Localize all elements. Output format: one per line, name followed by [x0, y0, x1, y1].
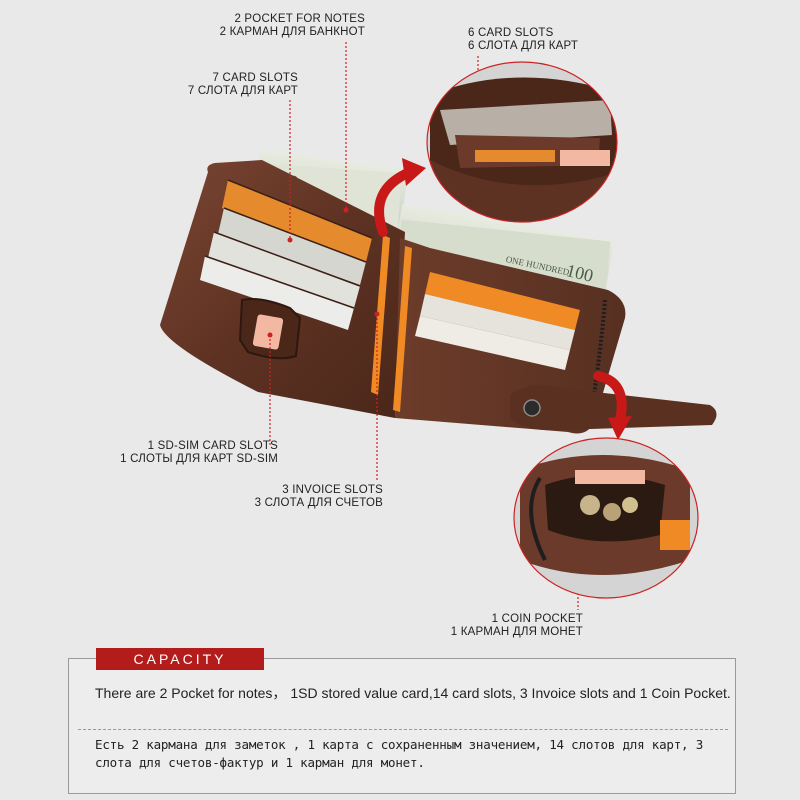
capacity-text-en: There are 2 Pocket for notes， 1SD stored… [95, 685, 731, 701]
label-invoice-slots: 3 INVOICE SLOTS 3 СЛОТА ДЛЯ СЧЕТОВ [215, 484, 383, 510]
detail-circle-card-slots [426, 61, 618, 223]
arrow-to-top-detail [374, 158, 426, 237]
label-seven-card-slots-ru: 7 СЛОТА ДЛЯ КАРТ [187, 85, 298, 97]
label-invoice-slots-en: 3 INVOICE SLOTS [282, 484, 383, 496]
wallet-right-panel [393, 238, 717, 434]
label-sim-card-slots-ru: 1 СЛОТЫ ДЛЯ КАРТ SD-SIM [120, 453, 278, 465]
label-invoice-slots-ru: 3 СЛОТА ДЛЯ СЧЕТОВ [254, 497, 383, 509]
wallet-left-panel [160, 160, 405, 418]
label-seven-card-slots-en: 7 CARD SLOTS [212, 72, 298, 84]
detail-circle-coin-pocket [513, 437, 699, 599]
arrow-to-bottom-detail [593, 371, 632, 440]
capacity-panel [68, 658, 736, 794]
label-sim-card-slots-en: 1 SD-SIM CARD SLOTS [147, 440, 278, 452]
label-six-card-slots-en: 6 CARD SLOTS [468, 27, 554, 39]
label-six-card-slots: 6 CARD SLOTS 6 СЛОТА ДЛЯ КАРТ [468, 27, 618, 53]
capacity-divider [78, 729, 728, 730]
label-notes-pocket-ru: 2 КАРМАН ДЛЯ БАНКНОТ [219, 26, 365, 38]
label-seven-card-slots: 7 CARD SLOTS 7 СЛОТА ДЛЯ КАРТ [140, 72, 298, 98]
capacity-text-ru: Есть 2 кармана для заметок , 1 карта с с… [95, 737, 704, 770]
label-sim-card-slots: 1 SD-SIM CARD SLOTS 1 СЛОТЫ ДЛЯ КАРТ SD-… [95, 440, 278, 466]
label-notes-pocket: 2 POCKET FOR NOTES 2 КАРМАН ДЛЯ БАНКНОТ [190, 13, 365, 39]
label-notes-pocket-en: 2 POCKET FOR NOTES [234, 13, 365, 25]
capacity-title: CAPACITY [96, 648, 264, 670]
label-coin-pocket: 1 COIN POCKET 1 КАРМАН ДЛЯ МОНЕТ [425, 613, 583, 639]
label-coin-pocket-ru: 1 КАРМАН ДЛЯ МОНЕТ [450, 626, 583, 638]
label-six-card-slots-ru: 6 СЛОТА ДЛЯ КАРТ [468, 40, 579, 52]
label-coin-pocket-en: 1 COIN POCKET [491, 613, 583, 625]
